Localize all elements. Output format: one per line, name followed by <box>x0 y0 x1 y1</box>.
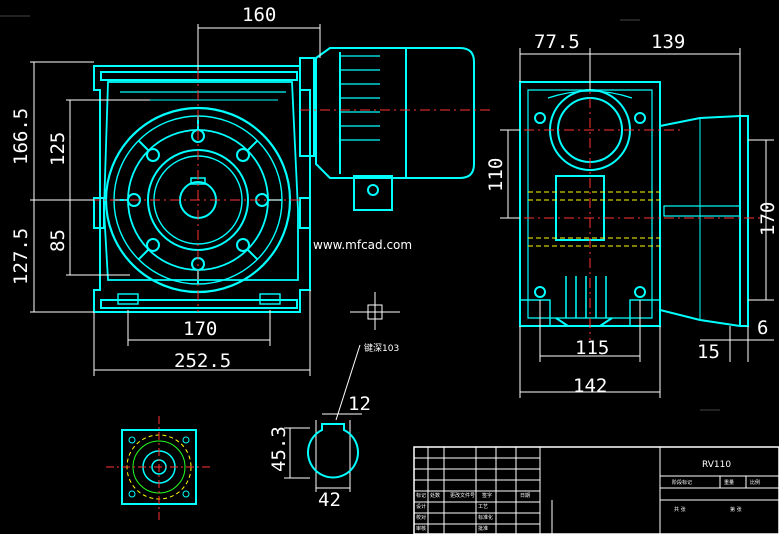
background-marks <box>0 15 720 411</box>
shaft-section <box>284 292 400 492</box>
front-centerlines <box>90 70 490 312</box>
dim-170-side: 170 <box>757 202 779 236</box>
title-row-label-0: 标记 <box>416 492 426 499</box>
dim-85: 85 <box>47 229 69 252</box>
dim-6: 6 <box>757 317 768 339</box>
motor-front <box>315 47 475 211</box>
title-row-label-2: 校对 <box>416 514 426 521</box>
side-hidden-lines <box>528 191 660 247</box>
small-flange-view <box>106 416 210 520</box>
title-approve-label: 批准 <box>478 525 488 532</box>
title-block <box>413 446 779 534</box>
dim-45-3: 45.3 <box>268 426 290 472</box>
title-col-label-0: 处数 <box>430 492 440 499</box>
title-weight-label: 重量 <box>724 479 734 486</box>
title-row-label-4: 工艺 <box>478 504 488 510</box>
dim-166-5: 166.5 <box>10 108 32 165</box>
title-model: RV110 <box>702 460 731 470</box>
side-centerlines <box>504 78 760 340</box>
title-page-label: 第 张 <box>730 506 742 513</box>
title-scale-label: 比例 <box>750 479 760 486</box>
side-dimension-lines <box>500 48 774 398</box>
dim-252-5: 252.5 <box>174 350 231 372</box>
title-sheet-label: 共 张 <box>674 506 686 513</box>
dim-77-5: 77.5 <box>534 31 580 53</box>
dim-110: 110 <box>485 158 507 192</box>
title-col-label-3: 日期 <box>520 493 530 499</box>
title-stage-label: 阶段标记 <box>672 479 692 486</box>
dim-15: 15 <box>697 341 720 363</box>
dim-42: 42 <box>318 489 341 511</box>
dim-170-front: 170 <box>183 318 217 340</box>
dim-125: 125 <box>47 132 69 166</box>
title-row-label-1: 设计 <box>416 503 426 510</box>
title-row-label-3: 审核 <box>416 525 426 532</box>
dim-115: 115 <box>575 337 609 359</box>
leader-note: 键深103 <box>364 342 399 354</box>
dim-160: 160 <box>242 4 276 26</box>
front-dimension-lines <box>30 24 321 376</box>
dim-142: 142 <box>573 375 607 397</box>
title-col-label-2: 签字 <box>482 492 492 499</box>
dim-139: 139 <box>651 31 685 53</box>
watermark: www.mfcad.com <box>313 238 412 252</box>
dim-12: 12 <box>348 393 371 415</box>
title-std-label: 标准化 <box>478 514 493 521</box>
dim-127-5: 127.5 <box>10 228 32 285</box>
title-col-label-1: 更改文件号 <box>450 492 475 499</box>
